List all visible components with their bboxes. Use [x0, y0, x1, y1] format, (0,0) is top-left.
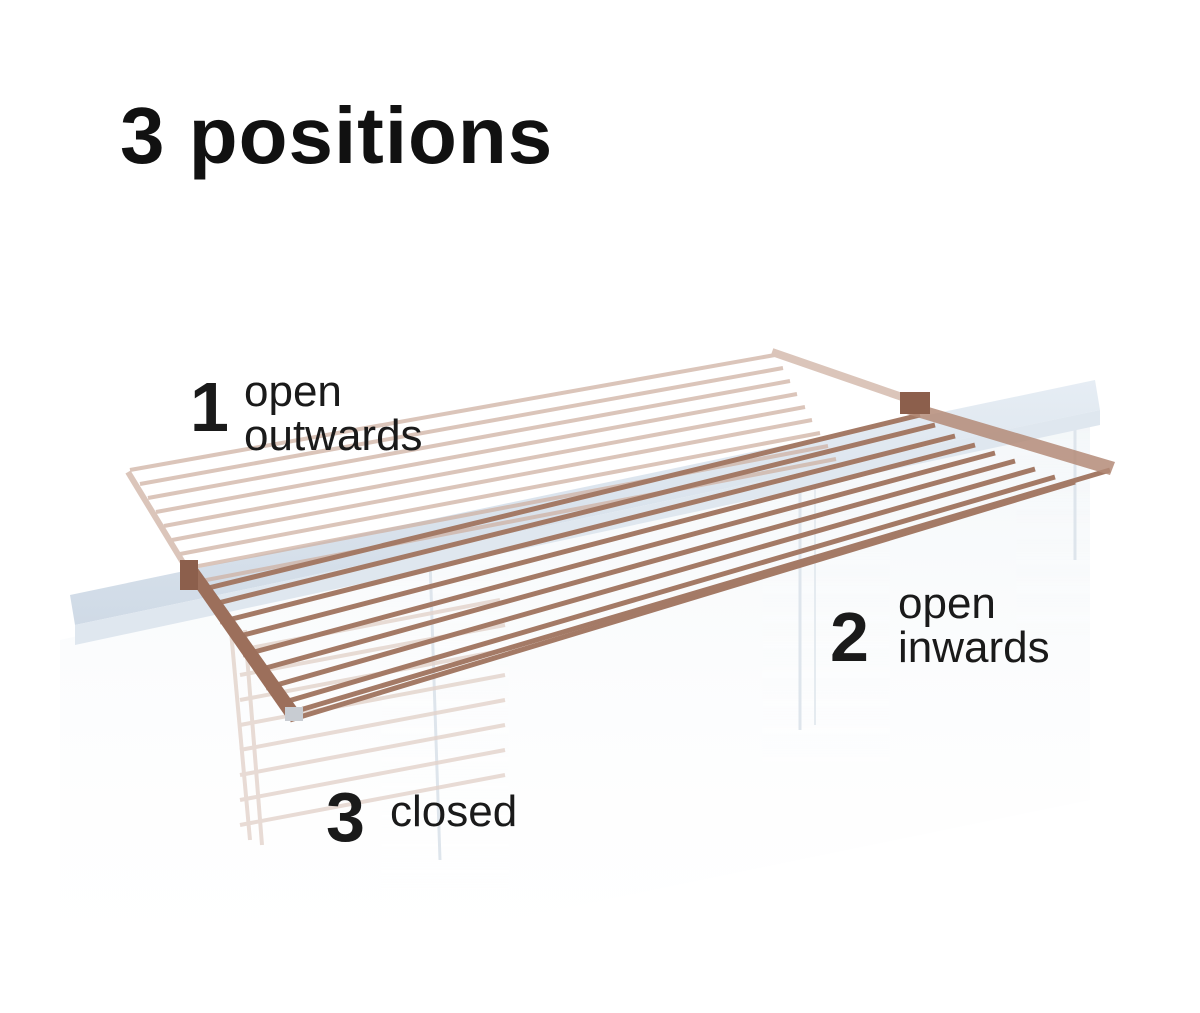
- rack-open-outwards: [125, 348, 907, 586]
- page-title: 3 positions: [120, 91, 554, 180]
- position-3-text: closed: [390, 787, 518, 836]
- position-1-text: open outwards: [244, 370, 423, 458]
- rack-open-inwards: [180, 392, 1115, 723]
- position-3-number: 3: [326, 778, 365, 856]
- position-1-text-line1: open: [244, 367, 342, 416]
- position-2-text-line2: inwards: [898, 623, 1050, 672]
- position-2-text-line1: open: [898, 579, 996, 628]
- position-2-number: 2: [830, 598, 869, 676]
- position-2-text: open inwards: [898, 582, 1050, 670]
- position-1-text-line2: outwards: [244, 411, 423, 460]
- position-1-number: 1: [190, 368, 229, 446]
